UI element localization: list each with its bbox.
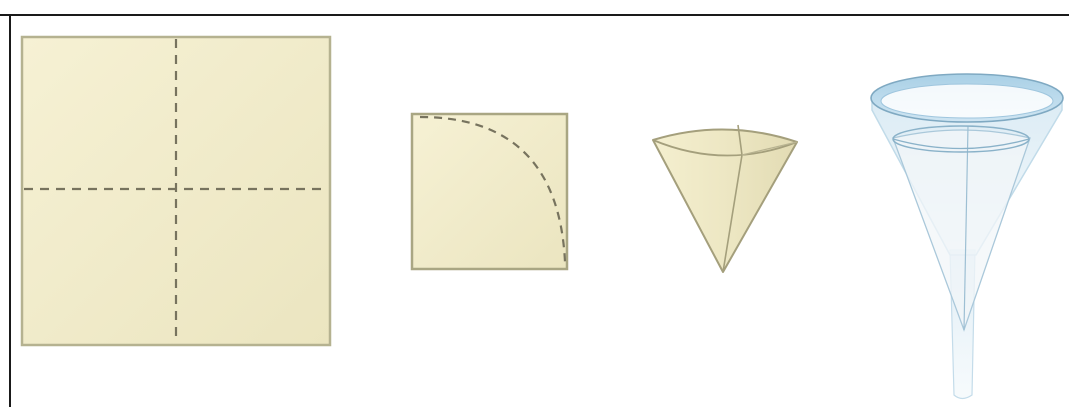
step-1-square-sheet: [22, 37, 330, 345]
quarter-square-sheet: [412, 114, 567, 269]
funnel-rim-inner: [881, 84, 1053, 118]
cone-body: [653, 129, 797, 272]
step-2-quarter-square: [412, 114, 567, 269]
step-3-paper-cone: [653, 125, 797, 272]
filter-cone-in-funnel: [893, 130, 1030, 330]
step-4-funnel-with-filter: [871, 74, 1063, 399]
